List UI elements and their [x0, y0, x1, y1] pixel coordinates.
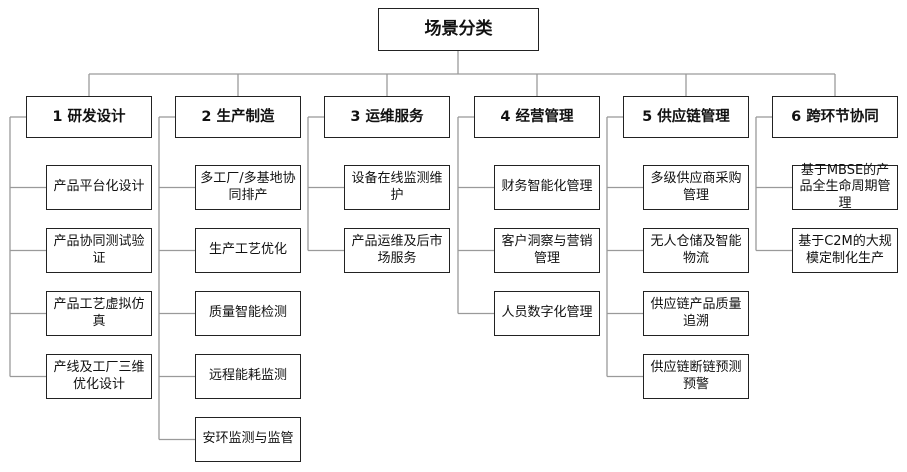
leaf-node: 设备在线监测维护: [344, 165, 450, 210]
leaf-node: 远程能耗监测: [195, 354, 301, 399]
root-node: 场景分类: [378, 8, 539, 51]
leaf-node: 产品平台化设计: [46, 165, 152, 210]
leaf-node: 质量智能检测: [195, 291, 301, 336]
leaf-node: 多级供应商采购管理: [643, 165, 749, 210]
category-node-6: 6 跨环节协同: [772, 96, 898, 138]
leaf-node: 产品工艺虚拟仿真: [46, 291, 152, 336]
leaf-node: 人员数字化管理: [494, 291, 600, 336]
leaf-node: 多工厂/多基地协同排产: [195, 165, 301, 210]
leaf-node: 财务智能化管理: [494, 165, 600, 210]
leaf-node: 供应链产品质量追溯: [643, 291, 749, 336]
leaf-node: 客户洞察与营销管理: [494, 228, 600, 273]
leaf-node: 产品运维及后市场服务: [344, 228, 450, 273]
leaf-node: 产线及工厂三维优化设计: [46, 354, 152, 399]
category-node-5: 5 供应链管理: [623, 96, 749, 138]
leaf-node: 基于C2M的大规模定制化生产: [792, 228, 898, 273]
category-node-2: 2 生产制造: [175, 96, 301, 138]
leaf-node: 供应链断链预测预警: [643, 354, 749, 399]
leaf-node: 安环监测与监管: [195, 417, 301, 462]
leaf-node: 产品协同测试验证: [46, 228, 152, 273]
category-node-3: 3 运维服务: [324, 96, 450, 138]
leaf-node: 生产工艺优化: [195, 228, 301, 273]
category-node-1: 1 研发设计: [26, 96, 152, 138]
leaf-node: 基于MBSE的产品全生命周期管理: [792, 163, 898, 211]
leaf-node: 无人仓储及智能物流: [643, 228, 749, 273]
category-node-4: 4 经营管理: [474, 96, 600, 138]
